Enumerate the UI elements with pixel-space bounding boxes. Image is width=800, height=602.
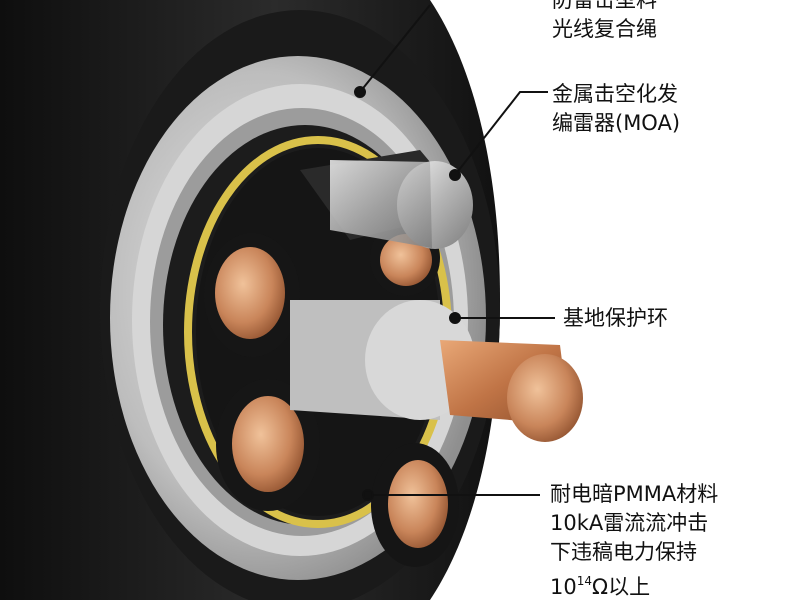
callout-4-line-3: 下违稿电力保持	[550, 540, 697, 564]
callout-1-line-2: 光线复合绳	[552, 17, 657, 41]
callout-1-line-1: 防雷击型料	[552, 0, 657, 12]
callout-2-line-1: 金属击空化发	[552, 82, 678, 106]
callout-4-exponent: 14	[576, 574, 593, 588]
copper-core-left	[204, 233, 300, 357]
callout-ground-ring: 基地保护环	[563, 304, 668, 333]
aluminum-core-top	[300, 150, 473, 249]
callout-4-suffix: Ω以上	[592, 575, 651, 599]
callout-4-line-4: 1014Ω以上	[550, 567, 718, 602]
callout-4-line-2: 10kA雷流流冲击	[550, 511, 709, 535]
callout-4-base: 10	[550, 575, 577, 599]
central-core	[290, 300, 583, 442]
callout-lightning-rope: 防雷击型料 光线复合绳	[552, 0, 657, 44]
leader-lines	[354, 4, 555, 501]
callout-3-line-1: 基地保护环	[563, 306, 668, 330]
callout-pmma: 耐电暗PMMA材料 10kA雷流流冲击 下违稿电力保持 1014Ω以上	[550, 480, 718, 602]
callout-2-line-2: 编雷器(MOA)	[552, 111, 681, 135]
copper-core-bottom-right	[371, 443, 459, 567]
callout-moa: 金属击空化发 编雷器(MOA)	[552, 80, 680, 138]
callout-4-line-1: 耐电暗PMMA材料	[550, 482, 719, 506]
copper-core-bottom-left	[216, 379, 320, 511]
